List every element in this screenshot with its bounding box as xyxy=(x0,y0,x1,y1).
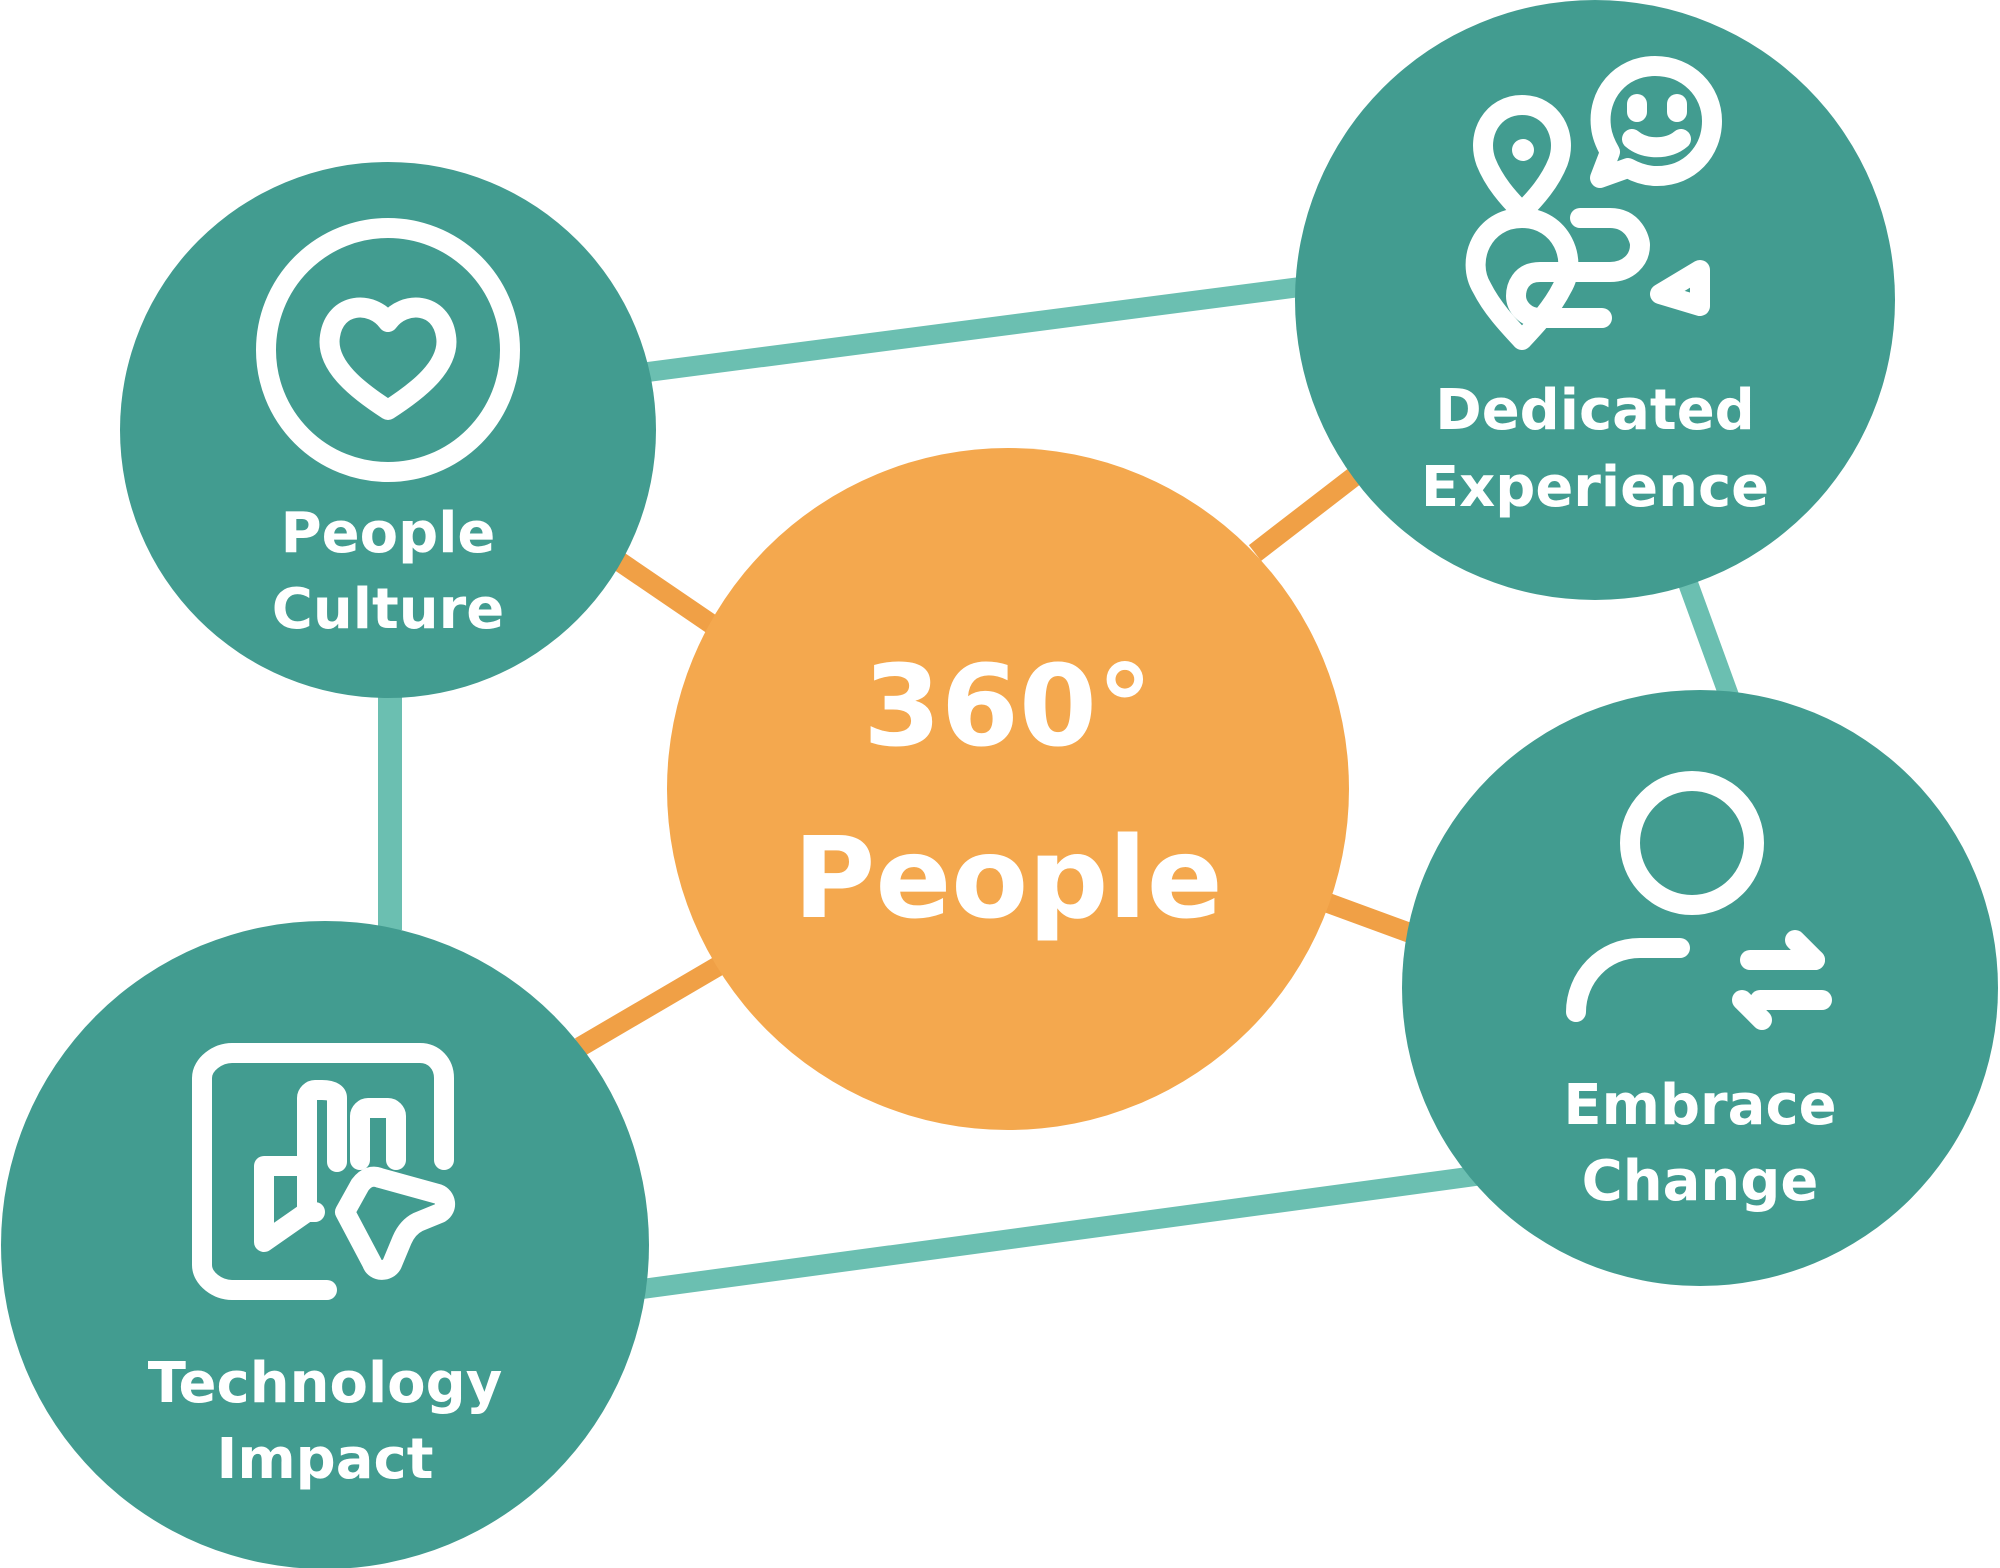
spoke-technology xyxy=(574,956,726,1056)
node-circle xyxy=(1,921,649,1568)
center-hub: 360° People xyxy=(667,448,1349,1130)
connector-change-technology xyxy=(633,1164,1492,1300)
node-circle xyxy=(1295,0,1895,600)
center-circle xyxy=(667,448,1349,1130)
node-people-culture: People Culture xyxy=(120,162,656,698)
node-label-line1: People xyxy=(281,501,496,566)
journey-map-pin-chat-icon xyxy=(1465,56,1722,350)
center-title-line1: 360° xyxy=(863,642,1153,772)
spoke-culture xyxy=(604,546,726,639)
node-label-line1: Dedicated xyxy=(1435,378,1755,443)
node-label-line1: Technology xyxy=(148,1351,502,1416)
outer-connectors xyxy=(378,277,1750,1300)
node-label-line2: Change xyxy=(1582,1149,1819,1214)
node-circle xyxy=(120,162,656,698)
node-label-line1: Embrace xyxy=(1563,1073,1836,1138)
center-spokes xyxy=(574,464,1414,1056)
spoke-experience xyxy=(1248,464,1367,561)
node-label-line2: Culture xyxy=(272,577,504,642)
heart-in-circle-icon xyxy=(256,218,520,482)
node-label-line2: Experience xyxy=(1421,455,1769,520)
connector-culture-experience xyxy=(638,277,1302,383)
node-embrace-change: Embrace Change xyxy=(1402,690,1998,1286)
spoke-change xyxy=(1316,890,1414,943)
person-exchange-icon xyxy=(1566,771,1832,1030)
tablet-tap-icon xyxy=(192,1043,455,1300)
node-dedicated-experience: Dedicated Experience xyxy=(1295,0,1895,600)
node-technology-impact: Technology Impact xyxy=(1,921,649,1568)
node-circle xyxy=(1402,690,1998,1286)
node-label-line2: Impact xyxy=(216,1427,433,1492)
center-title-line2: People xyxy=(793,814,1223,944)
